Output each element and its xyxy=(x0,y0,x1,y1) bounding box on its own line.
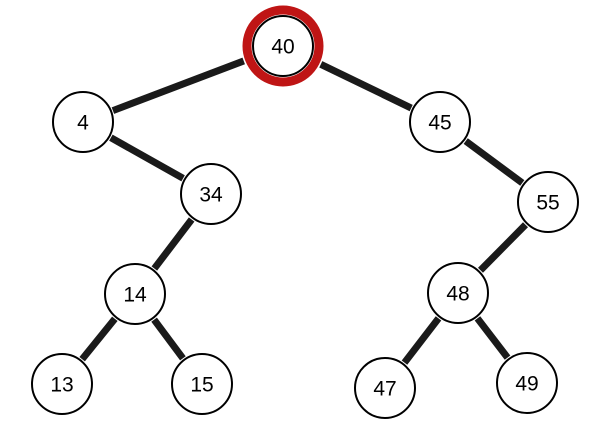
tree-edge xyxy=(478,222,528,273)
tree-node[interactable]: 55 xyxy=(517,171,579,233)
node-label: 40 xyxy=(271,36,294,59)
tree-edge xyxy=(79,316,118,362)
node-circle xyxy=(180,163,242,225)
tree-node[interactable]: 4 xyxy=(52,91,114,153)
node-circle xyxy=(427,262,489,324)
tree-node[interactable]: 49 xyxy=(496,352,558,414)
tree-edge xyxy=(401,316,442,365)
node-label: 45 xyxy=(428,112,451,135)
node-label: 47 xyxy=(373,378,396,401)
node-label: 15 xyxy=(190,374,213,397)
tree-node[interactable]: 45 xyxy=(409,91,471,153)
tree-node[interactable]: 14 xyxy=(104,263,166,325)
node-label: 14 xyxy=(123,284,147,307)
node-circle xyxy=(31,353,93,415)
tree-node[interactable]: 34 xyxy=(180,163,242,225)
tree-edge xyxy=(151,217,195,271)
node-label: 4 xyxy=(77,112,89,135)
tree-node[interactable]: 40 xyxy=(242,5,324,87)
tree-edge xyxy=(474,316,511,360)
tree-edge xyxy=(109,134,185,182)
tree-node[interactable]: 47 xyxy=(354,357,416,419)
node-circle xyxy=(409,91,471,153)
tree-edge xyxy=(319,61,413,112)
node-circle xyxy=(252,15,314,77)
tree-edge xyxy=(111,57,245,114)
node-highlight-ring xyxy=(242,5,324,87)
node-circle xyxy=(354,357,416,419)
node-circle xyxy=(496,352,558,414)
tree-node[interactable]: 13 xyxy=(31,353,93,415)
tree-edge xyxy=(151,317,186,361)
node-label: 48 xyxy=(446,283,469,306)
node-label: 49 xyxy=(515,373,538,396)
node-label: 55 xyxy=(536,192,559,215)
node-circle xyxy=(52,91,114,153)
tree-node[interactable]: 48 xyxy=(427,262,489,324)
tree-node[interactable]: 15 xyxy=(171,353,233,415)
node-circle xyxy=(517,171,579,233)
tree-edge xyxy=(463,138,525,186)
node-circle xyxy=(171,353,233,415)
node-label: 13 xyxy=(50,374,73,397)
node-circle xyxy=(104,263,166,325)
node-layer: 40 4 45 34 55 14 48 13 15 47 49 xyxy=(31,5,579,419)
node-label: 34 xyxy=(199,184,223,207)
edge-layer xyxy=(79,57,528,365)
